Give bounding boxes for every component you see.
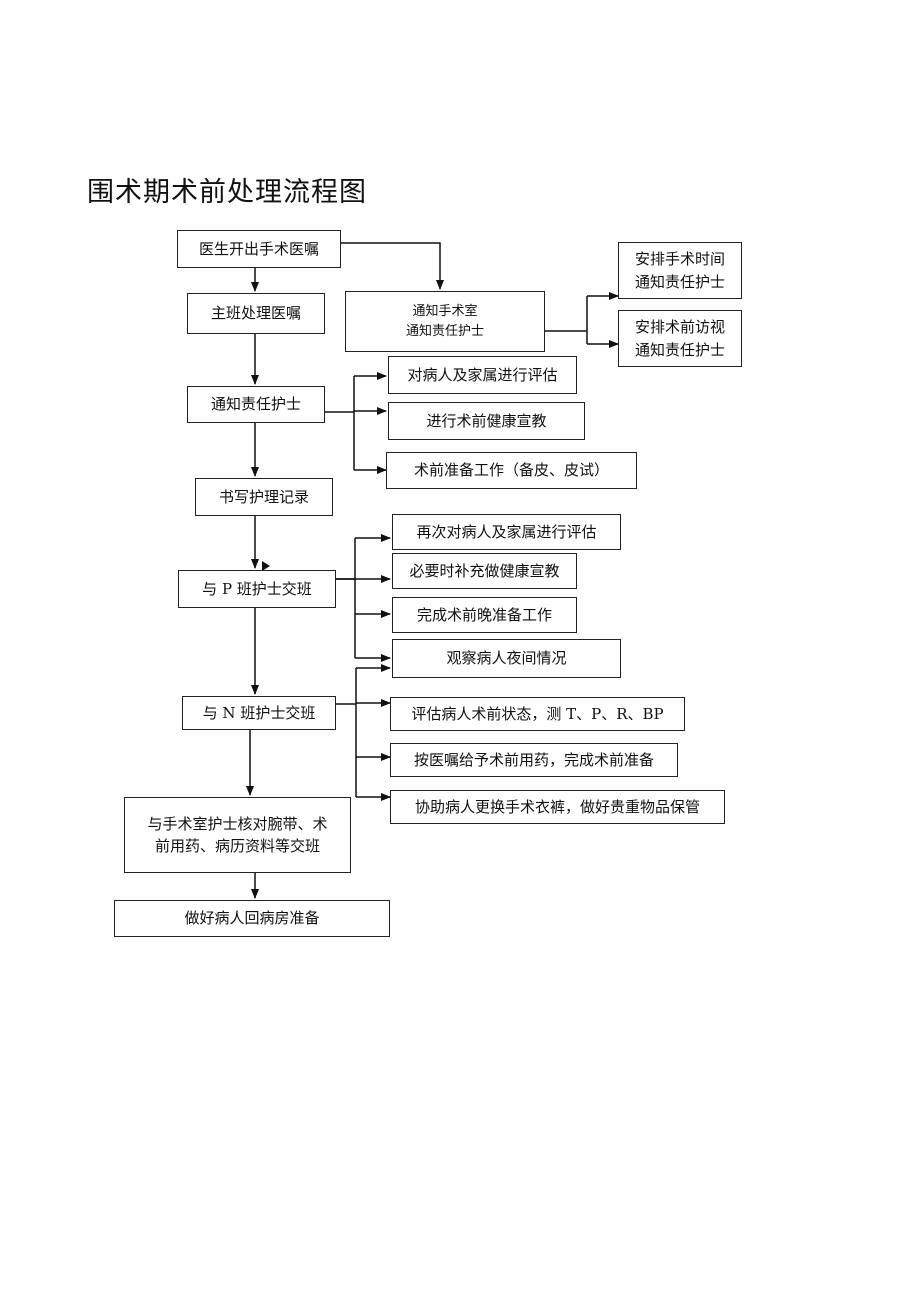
- node-p-shift: 与 P 班护士交班: [178, 570, 336, 608]
- node-observe-night: 观察病人夜间情况: [392, 639, 621, 678]
- node-doctor-order: 医生开出手术医嘱: [177, 230, 341, 268]
- node-return-prep: 做好病人回病房准备: [114, 900, 390, 937]
- node-n-shift: 与 N 班护士交班: [182, 696, 336, 730]
- node-schedule-time: 安排手术时间 通知责任护士: [618, 242, 742, 299]
- node-or-handover: 与手术室护士核对腕带、术 前用药、病历资料等交班: [124, 797, 351, 873]
- node-give-meds: 按医嘱给予术前用药，完成术前准备: [390, 743, 678, 777]
- stray-arrowhead: [262, 561, 270, 571]
- node-reassess: 再次对病人及家属进行评估: [392, 514, 621, 550]
- node-prep-work: 术前准备工作（备皮、皮试）: [386, 452, 637, 489]
- node-notify-nurse: 通知责任护士: [187, 386, 325, 423]
- node-change-clothes: 协助病人更换手术衣裤，做好贵重物品保管: [390, 790, 725, 824]
- node-main-shift: 主班处理医嘱: [187, 293, 325, 334]
- node-assess-family: 对病人及家属进行评估: [388, 356, 577, 394]
- node-preop-visit: 安排术前访视 通知责任护士: [618, 310, 742, 367]
- node-notify-or: 通知手术室 通知责任护士: [345, 291, 545, 352]
- node-evening-prep: 完成术前晚准备工作: [392, 597, 577, 633]
- arrow-order-to-notify-or: [341, 242, 444, 290]
- node-eval-state: 评估病人术前状态，测 T、P、R、BP: [390, 697, 685, 731]
- node-nursing-record: 书写护理记录: [195, 478, 333, 516]
- node-supp-edu: 必要时补充做健康宣教: [392, 553, 577, 589]
- node-health-edu: 进行术前健康宣教: [388, 402, 585, 440]
- page-title: 围术期术前处理流程图: [87, 177, 367, 208]
